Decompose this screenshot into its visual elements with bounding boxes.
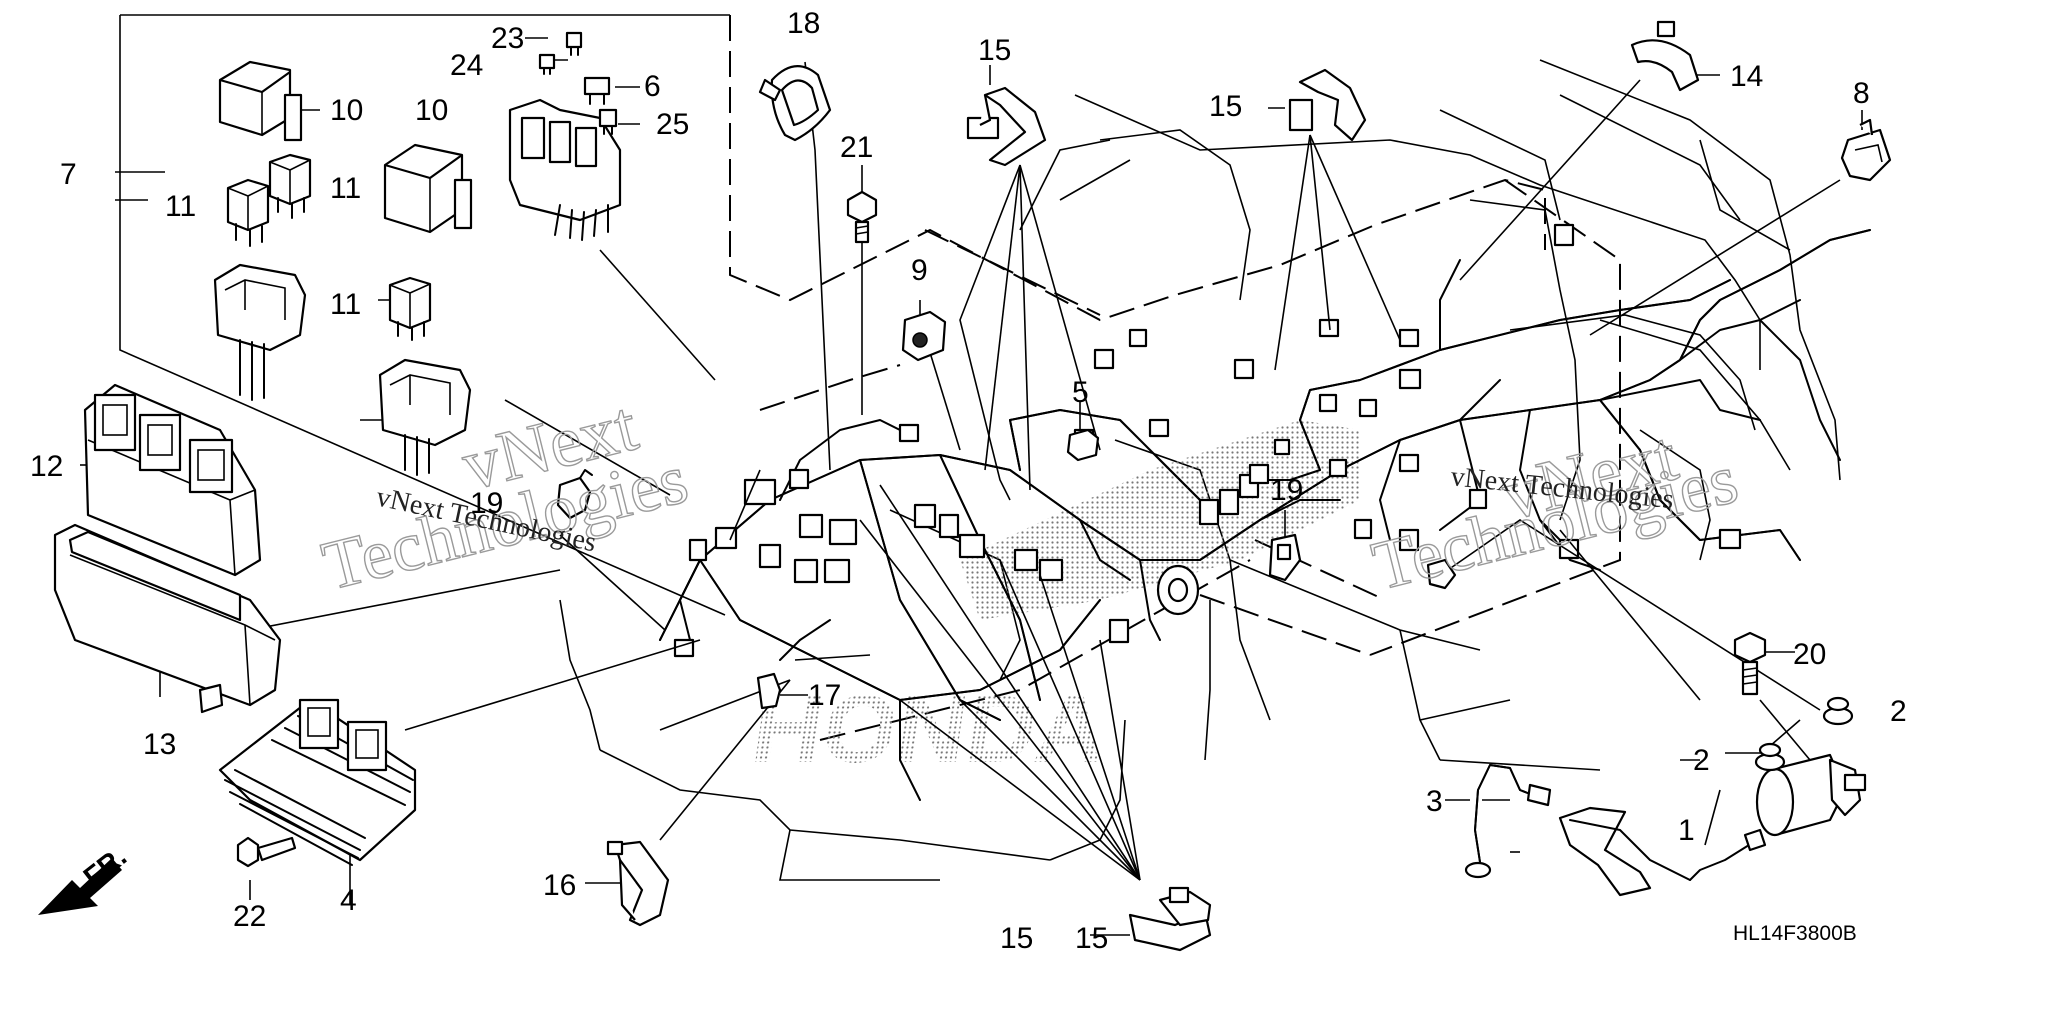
callout-label: 24: [450, 49, 483, 82]
fuse-box: [508, 98, 622, 241]
fuse-25: [598, 108, 618, 135]
relay-socket-left: [213, 263, 307, 401]
callout-label: 22: [233, 900, 266, 933]
callout-label: 15: [1075, 922, 1108, 955]
callout-label: 8: [1853, 77, 1870, 110]
nut-2-right: [1822, 696, 1854, 726]
ecu-12: [83, 383, 262, 577]
diagram-code: HL14F3800B: [1733, 922, 1857, 945]
relay-11-b: [268, 153, 312, 219]
regulator-rectifier-4: [218, 698, 417, 866]
callout-label: 4: [340, 884, 357, 917]
callout-label: 21: [840, 131, 873, 164]
callout-label: 15: [978, 34, 1011, 67]
callout-label: 11: [330, 288, 361, 321]
clamp-15-bottom: [1128, 886, 1212, 952]
callout-label: 2: [1890, 695, 1907, 728]
callout-label: 12: [30, 450, 63, 483]
callout-label: 7: [60, 158, 77, 191]
bolt-22: [236, 836, 297, 868]
callout-label: 19: [1270, 474, 1303, 507]
callout-label: 10: [330, 94, 363, 127]
clamp-14: [1630, 20, 1700, 92]
callout-label: 14: [1730, 60, 1763, 93]
leader-lines: [80, 37, 1863, 936]
vehicle-body-outline: [559, 59, 1841, 881]
clamp-16: [606, 840, 670, 927]
callout-label: 13: [143, 728, 176, 761]
relay-socket-right: [378, 358, 472, 476]
starter-relay-10-left: [218, 60, 303, 142]
bolt-21: [846, 190, 878, 244]
callout-label: 15: [1000, 922, 1033, 955]
callout-labels: 1 2 2 3 4 5 6 7 8 9 10 10 11 11 11 12 13…: [30, 7, 1907, 955]
starter-motor-1: [1558, 753, 1867, 897]
callout-label: 20: [1793, 638, 1826, 671]
fuse-23: [565, 31, 583, 56]
clamp-18: [758, 65, 832, 142]
fuse-24: [538, 53, 556, 75]
callout-label: 19: [470, 487, 503, 520]
callout-label: 25: [656, 108, 689, 141]
callout-label: 3: [1426, 785, 1443, 818]
sensor-19-right: [1268, 533, 1302, 582]
battery-cable-3: [1464, 764, 1552, 879]
clamp-8: [1840, 118, 1892, 182]
connector-5: [1066, 428, 1100, 462]
ecu-13: [53, 523, 282, 714]
starter-relay-10-right: [383, 143, 473, 234]
front-direction-arrow: FR.: [38, 841, 132, 915]
relay-fuse-cluster: [213, 31, 622, 476]
brand-mark: HONDA: [746, 676, 1113, 782]
callout-label: 5: [1072, 376, 1089, 409]
callout-label: 11: [165, 190, 196, 223]
callout-7-bracket: [119, 14, 730, 616]
clamp-15-top-left: [966, 86, 1047, 167]
callout-label: 23: [491, 22, 524, 55]
callout-label: 2: [1693, 744, 1710, 777]
sensor-19-rear: [1426, 558, 1457, 590]
callout-label: 9: [911, 254, 928, 287]
sensor-9: [901, 310, 947, 362]
dashed-boundary-lines: [729, 15, 1621, 741]
callout-label: 6: [644, 70, 661, 103]
callout-label: 18: [787, 7, 820, 40]
fuse-6: [583, 76, 611, 105]
clamp-15-top-right: [1288, 68, 1367, 142]
callout-label: 11: [330, 172, 361, 205]
callout-label: 17: [808, 679, 841, 712]
clip-17: [756, 672, 782, 710]
sensor-19-left: [556, 469, 593, 520]
nut-2-left: [1754, 742, 1786, 772]
main-wire-harness: [659, 223, 1871, 801]
relay-11-a: [226, 178, 270, 247]
relay-11-c: [388, 276, 432, 341]
callout-label: 15: [1209, 90, 1242, 123]
harness-grommet: [1156, 564, 1200, 616]
callout-label: 1: [1678, 814, 1695, 847]
callout-label: 16: [543, 869, 576, 902]
bolt-20: [1733, 631, 1767, 696]
callout-label: 10: [415, 94, 448, 127]
